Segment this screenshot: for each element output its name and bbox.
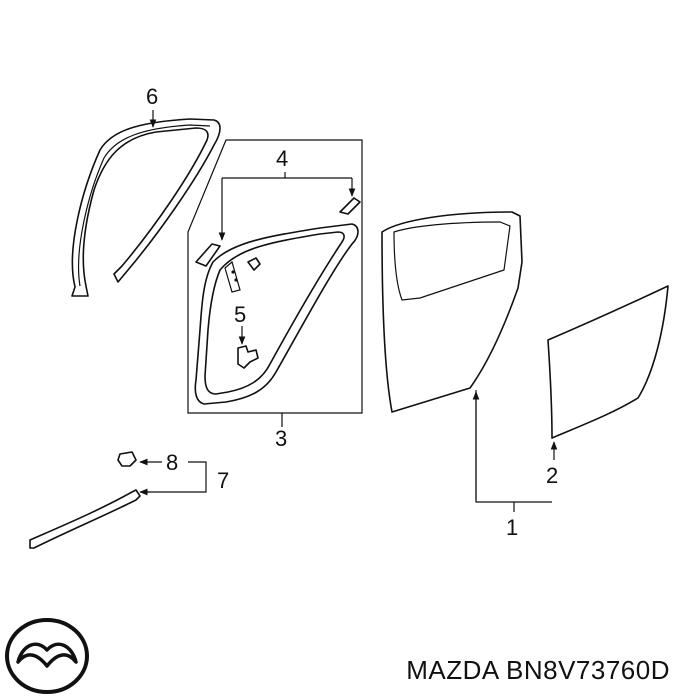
assembly-box-3	[187, 139, 363, 414]
sill-seal-assembly	[29, 489, 141, 549]
leader-1	[475, 390, 552, 503]
brand-name: MAZDA	[406, 655, 499, 685]
callout-5: 5	[234, 302, 246, 327]
door-trim-panel	[547, 285, 669, 439]
callout-3: 3	[275, 426, 287, 451]
retainer-clip	[237, 345, 259, 369]
callout-7: 7	[217, 468, 229, 493]
leader-7	[146, 461, 207, 493]
mazda-logo-icon	[5, 618, 89, 694]
door-weatherstrip-assembly	[194, 223, 359, 405]
callout-4: 4	[276, 146, 288, 171]
door-shell	[381, 211, 523, 413]
leader-4	[222, 172, 352, 179]
weatherstrip-clip	[195, 197, 361, 271]
callout-8: 8	[166, 450, 178, 475]
callout-1: 1	[506, 515, 518, 540]
callout-2: 2	[546, 463, 558, 488]
sill-seal-clip	[117, 451, 137, 467]
glass-run-channel	[71, 118, 221, 297]
part-number: BN8V73760D	[506, 655, 670, 685]
callout-6: 6	[146, 84, 158, 109]
part-caption: MAZDA BN8V73760D	[406, 655, 670, 686]
